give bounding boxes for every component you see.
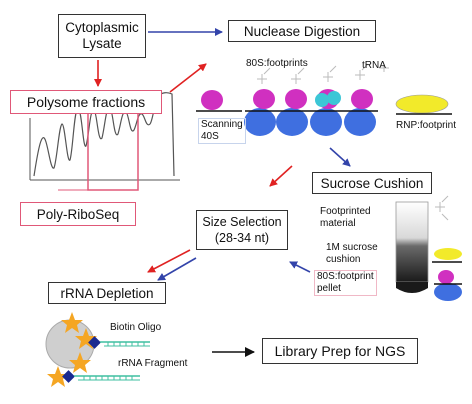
ribosome-large-subunit — [434, 283, 462, 301]
arrow-to-sucrose-cushion — [329, 147, 351, 167]
sucrose-cushion-box: Sucrose Cushion — [312, 172, 432, 194]
cytoplasmic-lysate-box: Cytoplasmic Lysate — [58, 14, 146, 58]
scanning-40s-label: Scanning 40S — [198, 118, 246, 144]
trna-label: tRNA — [362, 60, 386, 71]
library-prep-box: Library Prep for NGS — [262, 338, 418, 364]
footprints-80s-label: 80S:footprints — [246, 58, 308, 69]
arrow-pellet-to-size-selection — [289, 261, 311, 273]
polysome-profile-trace — [29, 92, 180, 181]
ribosome-small-subunit — [285, 89, 307, 109]
pellet-80s-label: 80S:footprint pellet — [314, 270, 377, 296]
scanning-40s-subunit — [201, 90, 223, 110]
size-selection-box: Size Selection (28-34 nt) — [196, 210, 288, 250]
trna-structure-icon — [257, 63, 389, 84]
rrna-fragment-label: rRNA Fragment — [118, 358, 188, 369]
rnp-particle — [434, 248, 462, 260]
sucrose-tube — [395, 201, 429, 293]
biotin-oligo-label: Biotin Oligo — [110, 322, 162, 333]
streptavidin-star-icon — [61, 312, 83, 333]
rnp-particle — [395, 94, 449, 114]
arrow-polysome-to-nuclease — [169, 63, 207, 93]
rnp-footprint-label: RNP:footprint — [396, 120, 457, 131]
ribosome-large-subunit — [276, 108, 308, 136]
rrna-depletion-illustration — [45, 312, 150, 387]
ribosome-large-subunit — [310, 108, 342, 136]
arrow-size-selection-to-rrna-blue — [157, 257, 197, 281]
ribosome-large-subunit — [344, 108, 376, 136]
footprinted-material-label: Footprinted material — [320, 206, 371, 229]
polysome-fractions-box: Polysome fractions — [10, 90, 162, 114]
arrow-to-size-selection-red — [269, 165, 293, 187]
ribosome-large-subunit — [244, 108, 276, 136]
arrow-size-selection-to-rrna-red — [147, 249, 191, 273]
biotin-oligo-icon — [62, 370, 75, 383]
ribosome-row — [196, 89, 452, 136]
streptavidin-star-icon — [47, 366, 69, 387]
trna-circle — [327, 91, 341, 105]
ribosome-small-subunit — [438, 270, 454, 284]
ribosome-small-subunit — [351, 89, 373, 109]
ribosome-small-subunit — [253, 89, 275, 109]
streptavidin-star-icon — [69, 352, 91, 373]
poly-riboseq-box: Poly-RiboSeq — [20, 202, 136, 226]
rrna-depletion-box: rRNA Depletion — [48, 282, 166, 304]
sucrose-cushion-1m-label: 1M sucrose cushion — [326, 242, 378, 265]
trna-circle — [315, 93, 329, 107]
biotin-oligo-icon — [88, 336, 101, 349]
nuclease-digestion-box: Nuclease Digestion — [228, 20, 376, 42]
